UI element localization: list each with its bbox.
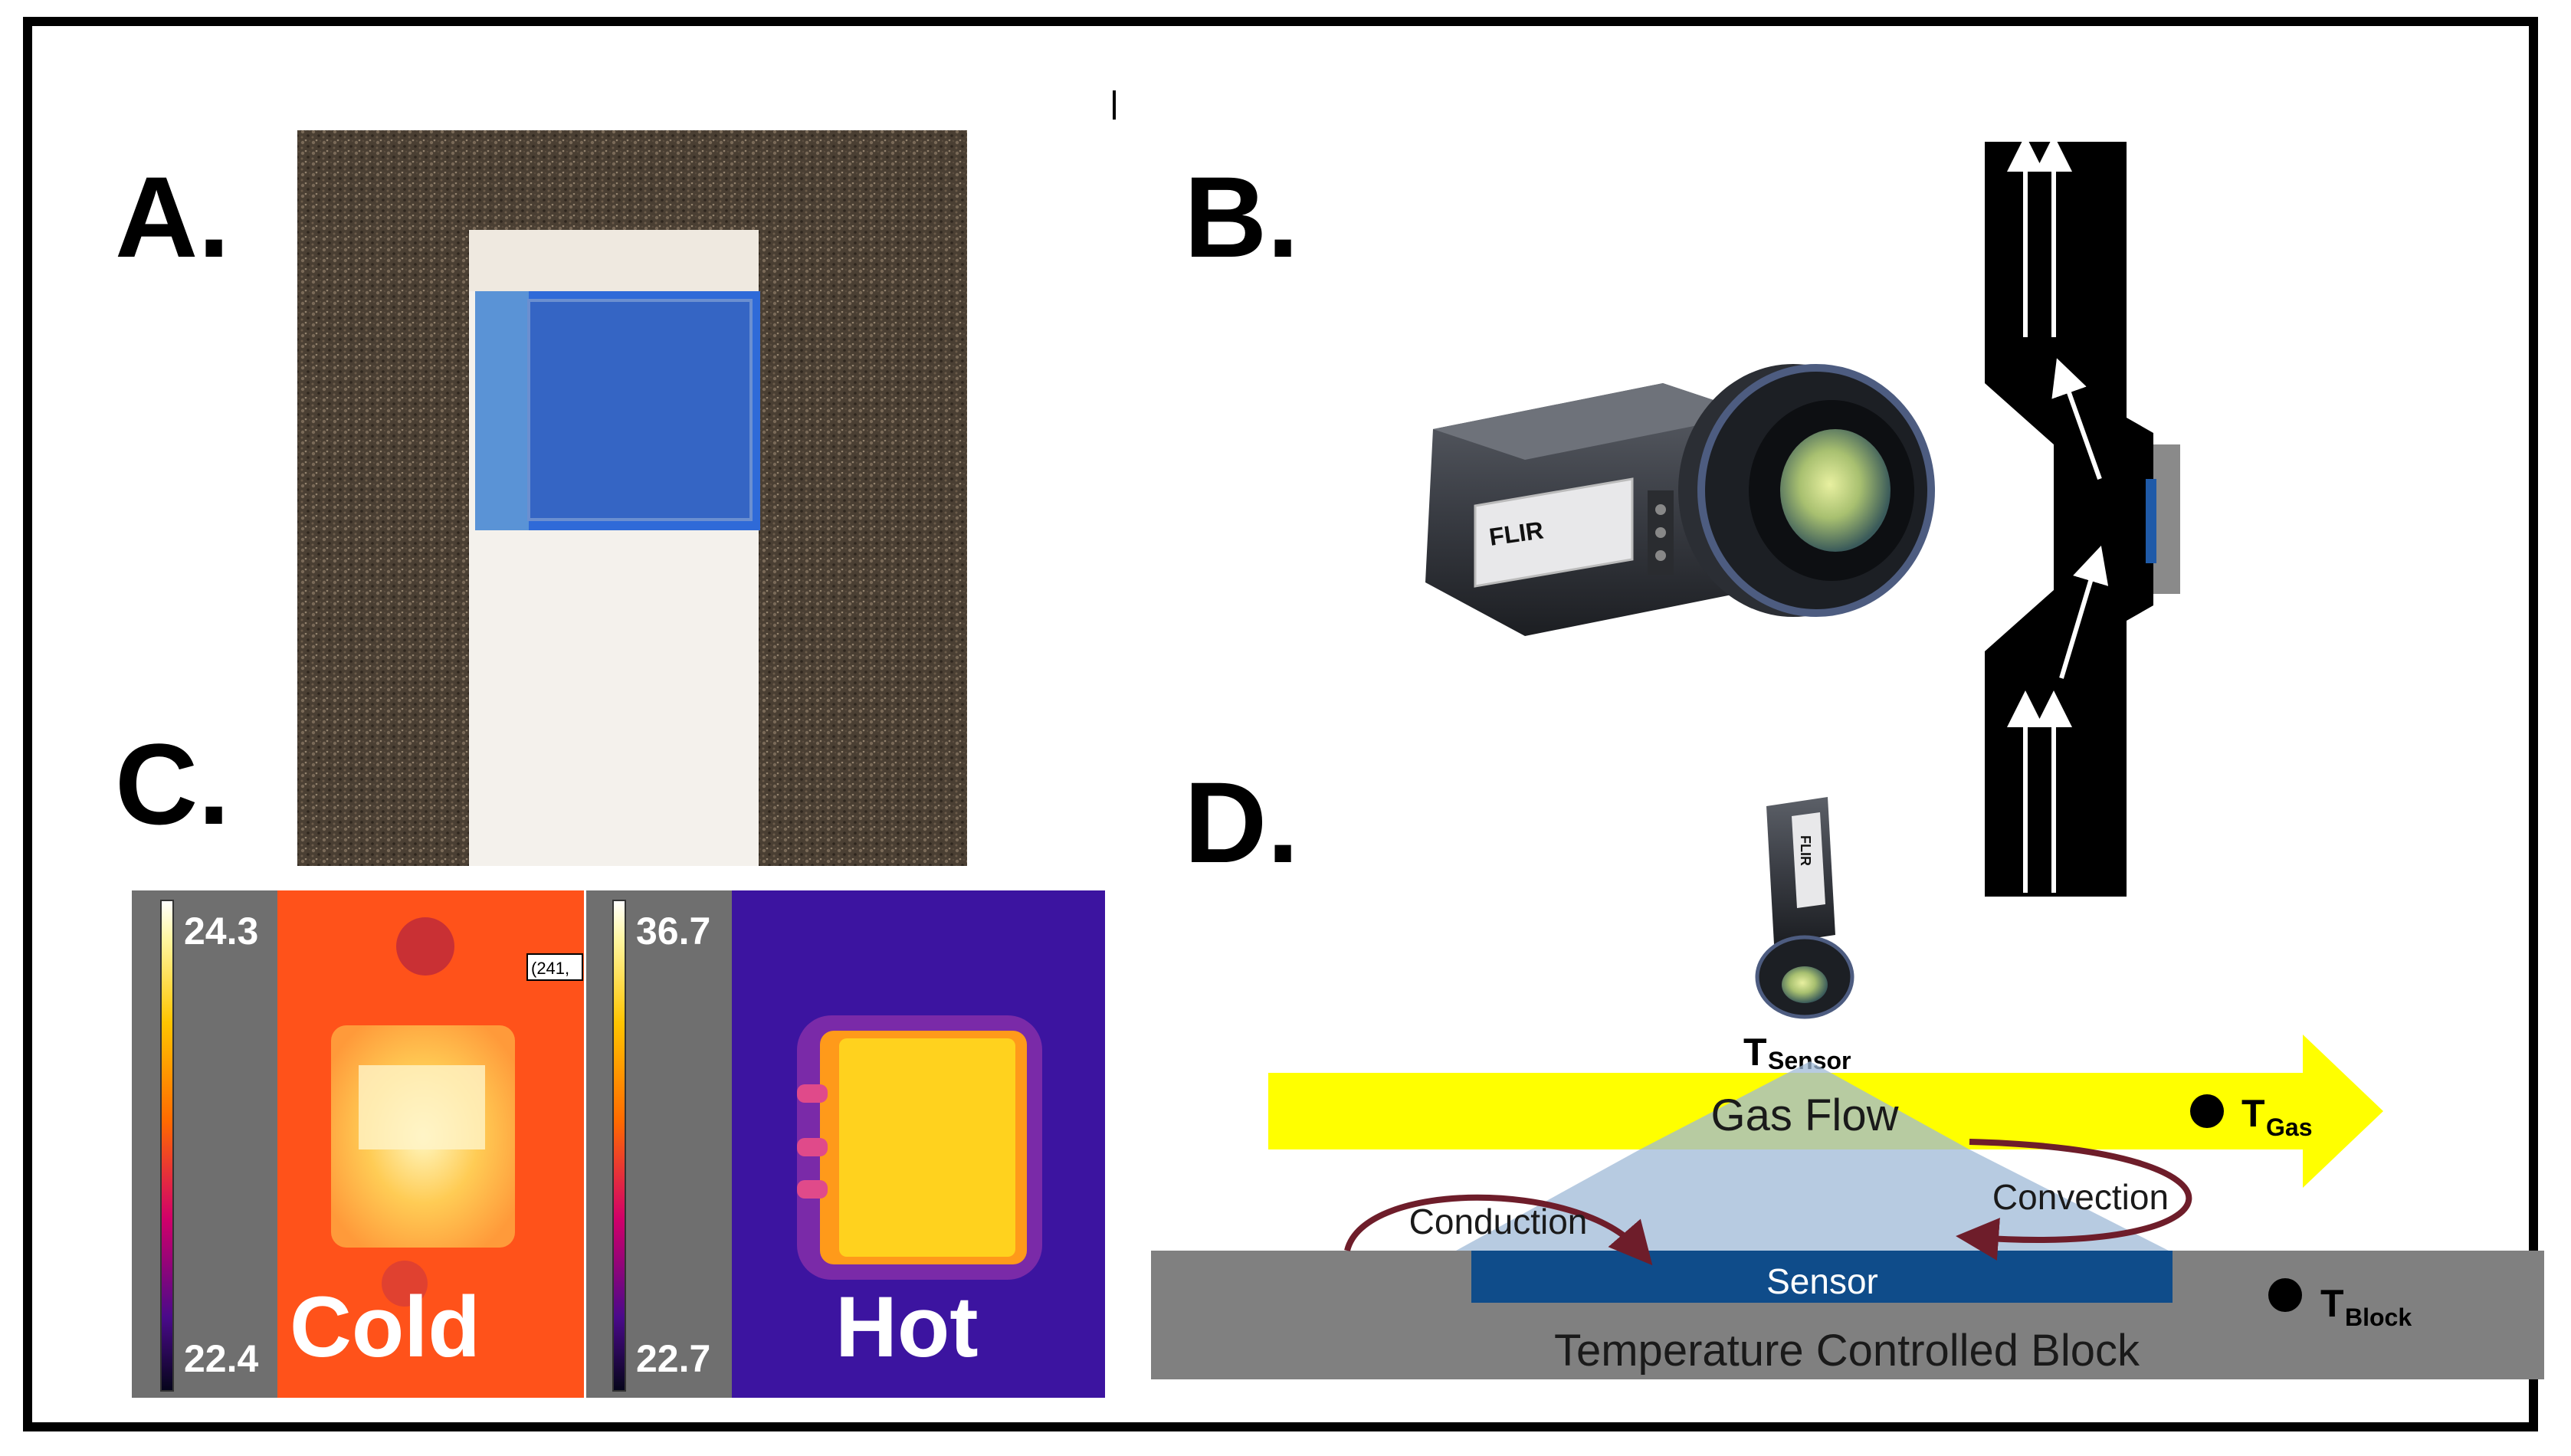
port-dot [1655, 504, 1666, 515]
vertical-camera: FLIR [1755, 797, 1854, 1019]
camera-label-plate [1474, 477, 1634, 588]
block-label: Temperature Controlled Block [1554, 1326, 2140, 1376]
sensor-edge-mark [797, 1138, 828, 1156]
hot-label: Hot [835, 1279, 979, 1375]
t-sensor-label: T [1743, 1031, 1767, 1074]
flow-channel-body [1985, 142, 2153, 897]
conduction-arrow [1344, 1194, 1653, 1266]
panel-d-label: D. [1184, 758, 1299, 887]
port-dot [1655, 550, 1666, 561]
convection-label: Convection [1992, 1177, 2169, 1217]
sensor-label: Sensor [1766, 1261, 1878, 1301]
colorbar-panel [586, 890, 732, 1398]
scale-max: 24.3 [184, 910, 258, 953]
t-block-label: T [2320, 1282, 2344, 1325]
sensor-core [359, 1065, 485, 1149]
sensor-edge-mark [797, 1084, 828, 1103]
mount-hole [382, 1261, 428, 1307]
panel-b-label: B. [1184, 152, 1299, 281]
divider-tick [1113, 90, 1116, 120]
colorbar-panel [132, 890, 277, 1398]
panel-c-label: C. [115, 720, 230, 848]
sensor-photo [297, 130, 967, 866]
substrate-top-edge [469, 230, 759, 291]
blue-film-edge [475, 291, 529, 530]
cursor-readout [526, 953, 583, 981]
panel-d: D. FLIR T Sensor Gas Flow T Gas Conducti… [1151, 758, 2544, 1379]
t-gas-label: T [2241, 1092, 2265, 1135]
lens-glass [1780, 429, 1891, 552]
t-block-subscript: Block [2345, 1304, 2412, 1331]
sensor-hot-spot [839, 1038, 1015, 1257]
colorbar-gradient [612, 900, 626, 1392]
thermal-image-cold: 24.3 22.4 (241, Cold [132, 890, 584, 1398]
blue-film-center [527, 299, 753, 521]
panel-b: B. FLIR [1184, 135, 2180, 897]
colorbar-gradient [160, 900, 174, 1392]
camera-top [1433, 383, 1755, 460]
t-gas-subscript: Gas [2266, 1113, 2312, 1141]
panel-c: C. 24.3 22.4 (241, Cold 36.7 22.7 [115, 720, 1105, 1398]
camera-view-cone [1456, 1061, 2169, 1251]
channel-window [2153, 444, 2180, 594]
t-block-marker [2268, 1278, 2302, 1312]
vcam-brand-label: FLIR [1798, 835, 1813, 866]
sensor-bar [1471, 1251, 2173, 1303]
cursor-readout-text: (241, [531, 959, 569, 978]
scale-min: 22.7 [636, 1337, 710, 1380]
flow-arrow-mid [2051, 358, 2102, 480]
vcam-label-plate [1792, 812, 1825, 908]
thermal-camera: FLIR [1425, 364, 1935, 636]
flow-arrow-mid [2059, 546, 2109, 679]
sensor-edge-mark [797, 1180, 828, 1199]
flow-channel [1985, 135, 2180, 897]
gas-flow-arrowhead [2303, 1035, 2383, 1188]
port-dot [1655, 527, 1666, 538]
thermal-image-hot: 36.7 22.7 Hot [586, 890, 1105, 1398]
cold-label: Cold [290, 1279, 480, 1375]
t-gas-marker [2190, 1094, 2224, 1128]
panel-a-label: A. [115, 152, 230, 281]
panel-a: A. [115, 130, 967, 866]
vcam-lens-glass [1782, 966, 1828, 1003]
convection-arrow [1956, 1139, 2192, 1261]
mount-hole [396, 917, 454, 976]
scale-min: 22.4 [184, 1337, 259, 1380]
channel-sensor [2146, 479, 2156, 563]
gas-flow-label: Gas Flow [1711, 1090, 1900, 1140]
conduction-label: Conduction [1409, 1202, 1588, 1241]
scale-max: 36.7 [636, 910, 710, 953]
